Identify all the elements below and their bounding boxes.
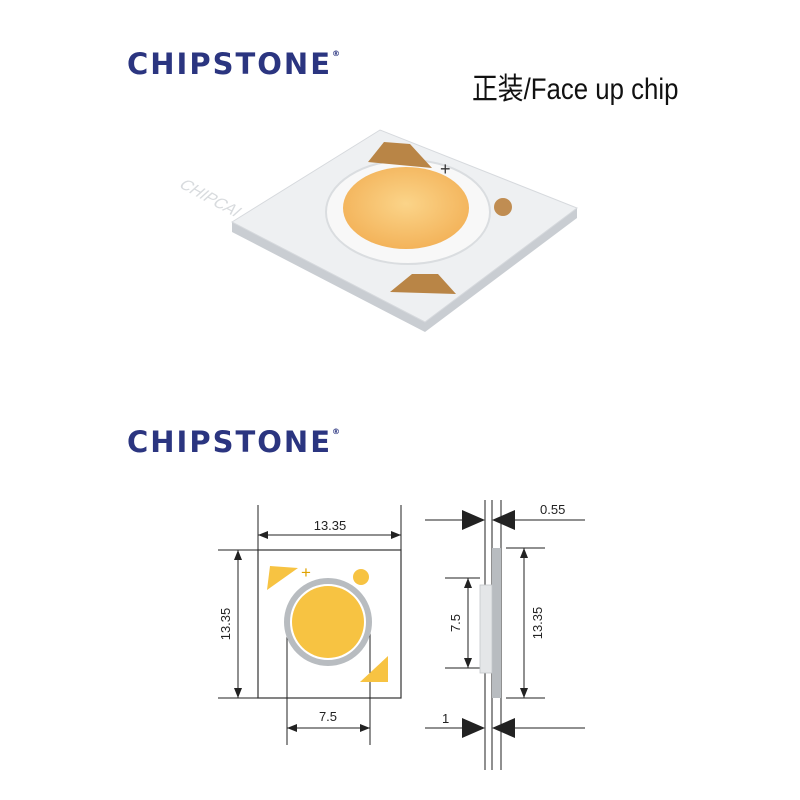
height-label: 13.35 xyxy=(218,608,233,641)
pad-top xyxy=(368,142,432,168)
side-substrate xyxy=(492,548,501,698)
front-pad-bottom xyxy=(360,656,388,682)
page-title: 正装/Face up chip xyxy=(472,64,678,108)
title-chinese: 正装 xyxy=(472,73,524,106)
side-height-label: 13.35 xyxy=(530,607,545,640)
front-plus-mark: + xyxy=(301,563,311,582)
width-label: 13.35 xyxy=(314,518,347,533)
pad-bottom xyxy=(390,274,456,294)
diameter-label: 7.5 xyxy=(319,709,337,724)
logo-text-2: CHIPSTONE xyxy=(127,425,332,459)
thickness-label: 0.55 xyxy=(540,502,565,517)
inner-height-label: 7.5 xyxy=(448,614,463,632)
front-dot-marker xyxy=(353,569,369,585)
title-english: /Face up chip xyxy=(523,73,679,106)
chipstone-logo-2: CHIPSTONE® xyxy=(127,428,340,457)
side-arrows xyxy=(462,510,528,738)
front-led-emitter xyxy=(292,586,364,658)
bottom-label: 1 xyxy=(442,711,449,726)
registered-mark: ® xyxy=(332,49,340,58)
chipstone-logo: CHIPSTONE® xyxy=(127,50,340,79)
front-arrows xyxy=(234,531,401,732)
led-emitter xyxy=(343,167,469,249)
registered-mark-2: ® xyxy=(332,427,340,436)
photo-plus-mark: + xyxy=(440,159,451,179)
logo-text: CHIPSTONE xyxy=(127,47,332,81)
side-lens xyxy=(479,584,493,674)
dot-marker xyxy=(494,198,512,216)
front-pad-top xyxy=(267,566,298,590)
